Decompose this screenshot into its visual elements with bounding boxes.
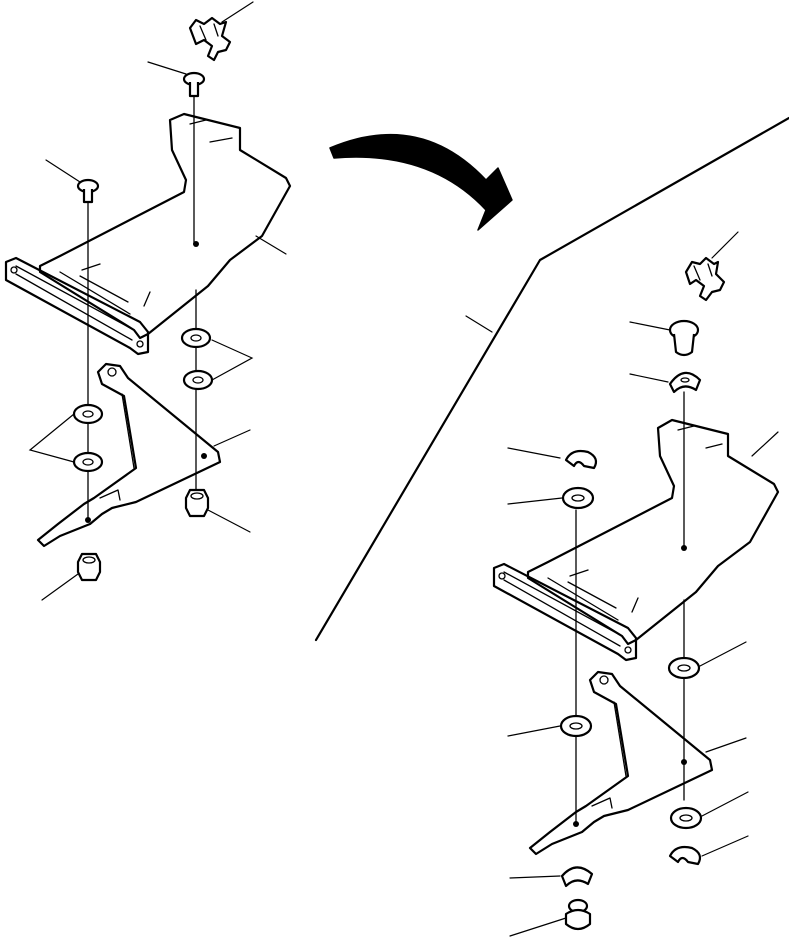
leader-line: [507, 497, 563, 505]
leader-line: [507, 725, 561, 737]
washer-part: [182, 369, 214, 391]
leader-line: [207, 509, 251, 533]
leader-line: [629, 373, 669, 383]
view-divider: [314, 116, 789, 642]
leader-line: [28, 413, 75, 463]
nut-part: [41, 552, 102, 601]
revised-assembly-view: [492, 231, 780, 937]
leader-line: [211, 339, 254, 381]
spacer-part: [509, 866, 594, 888]
washer-part: [180, 327, 212, 349]
e-clip-part: [507, 447, 598, 470]
washer-part: [669, 791, 749, 830]
leader-line: [699, 641, 747, 667]
nut-part: [184, 488, 251, 533]
leader-line: [147, 61, 187, 75]
washer-part: [667, 641, 747, 680]
leader-line: [465, 315, 493, 333]
washer-part: [507, 486, 595, 510]
leader-line: [255, 235, 287, 255]
e-clip-part: [668, 835, 749, 866]
leader-line: [213, 429, 251, 447]
leader-line: [41, 573, 79, 601]
upper-plate-part: [4, 112, 292, 356]
curved-arrow-icon: [329, 133, 513, 231]
leader-line: [507, 447, 561, 459]
leader-line: [701, 791, 749, 817]
clip-part: [684, 231, 739, 302]
washer-part: [72, 403, 104, 425]
pin-part: [509, 898, 592, 937]
spacer-part: [629, 371, 702, 394]
leader-line: [45, 159, 81, 183]
upper-plate-part: [492, 418, 780, 662]
leader-line: [509, 917, 567, 937]
washer-part: [72, 451, 104, 473]
pin-part: [45, 159, 100, 204]
clip-part: [188, 1, 254, 62]
leader-line: [705, 737, 747, 753]
original-assembly-view: [4, 1, 292, 601]
leader-line: [221, 1, 254, 23]
lower-bracket-part: [528, 670, 747, 856]
washer-part: [507, 714, 593, 738]
lower-bracket-part: [36, 362, 251, 548]
leader-line: [701, 835, 749, 857]
leader-line: [711, 231, 739, 259]
pin-part: [629, 319, 700, 357]
leader-line: [509, 875, 561, 879]
pin-part: [147, 61, 206, 98]
leader-line: [751, 431, 779, 457]
leader-line: [629, 321, 671, 331]
